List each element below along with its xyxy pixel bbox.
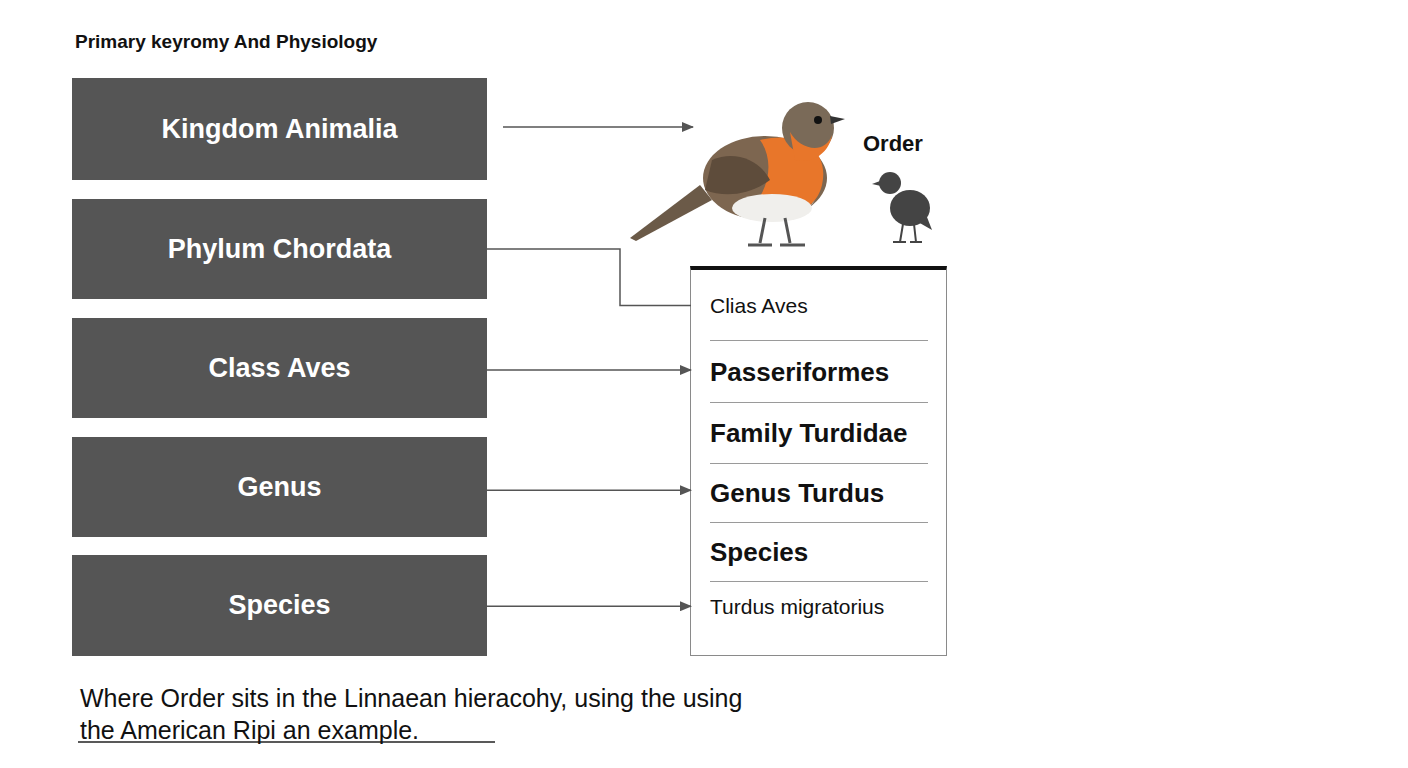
- node-text: Class Aves: [208, 353, 350, 384]
- hierarchy-row: Turdus migratorius: [691, 582, 946, 632]
- node-text: Turdus migratorius: [710, 595, 884, 619]
- node-text: Genus Turdus: [710, 478, 884, 509]
- hierarchy-row: Clias Aves: [691, 270, 946, 341]
- node-text: Species: [710, 537, 808, 568]
- rank-box: Class Aves: [72, 318, 487, 418]
- rank-box: Kingdom Animalia: [72, 78, 487, 180]
- bird-silhouette: [872, 172, 932, 242]
- node-text: Species: [228, 590, 330, 621]
- robin-illustration: [630, 102, 845, 245]
- diagram-caption: Where Order sits in the Linnaean hieraco…: [80, 682, 770, 746]
- connector-arrow: [487, 606, 691, 608]
- leader-arrow: [503, 126, 693, 128]
- node-text: Clias Aves: [710, 294, 808, 318]
- rank-box: Genus: [72, 437, 487, 537]
- connector-arrow: [487, 369, 691, 371]
- node-text: Genus: [237, 472, 321, 503]
- node-text: Passeriformes: [710, 357, 889, 388]
- rank-label: Order: [863, 131, 923, 157]
- hierarchy-row: Genus Turdus: [691, 464, 946, 523]
- connector-arrow: [487, 490, 691, 492]
- hierarchy-row: Passeriformes: [691, 341, 946, 403]
- node-text: Phylum Chordata: [168, 234, 392, 265]
- node-text: Family Turdidae: [710, 418, 907, 449]
- node-text: Kingdom Animalia: [161, 114, 397, 145]
- hierarchy-row: Family Turdidae: [691, 403, 946, 464]
- hierarchy-panel: Clias AvesPasseriformesFamily TurdidaeGe…: [690, 266, 947, 656]
- diagram-title: Primary keyromy And Physiology: [75, 31, 377, 53]
- hierarchy-row: Species: [691, 523, 946, 582]
- connector-arrow: [487, 249, 691, 306]
- rank-box: Species: [72, 555, 487, 656]
- rank-box: Phylum Chordata: [72, 199, 487, 299]
